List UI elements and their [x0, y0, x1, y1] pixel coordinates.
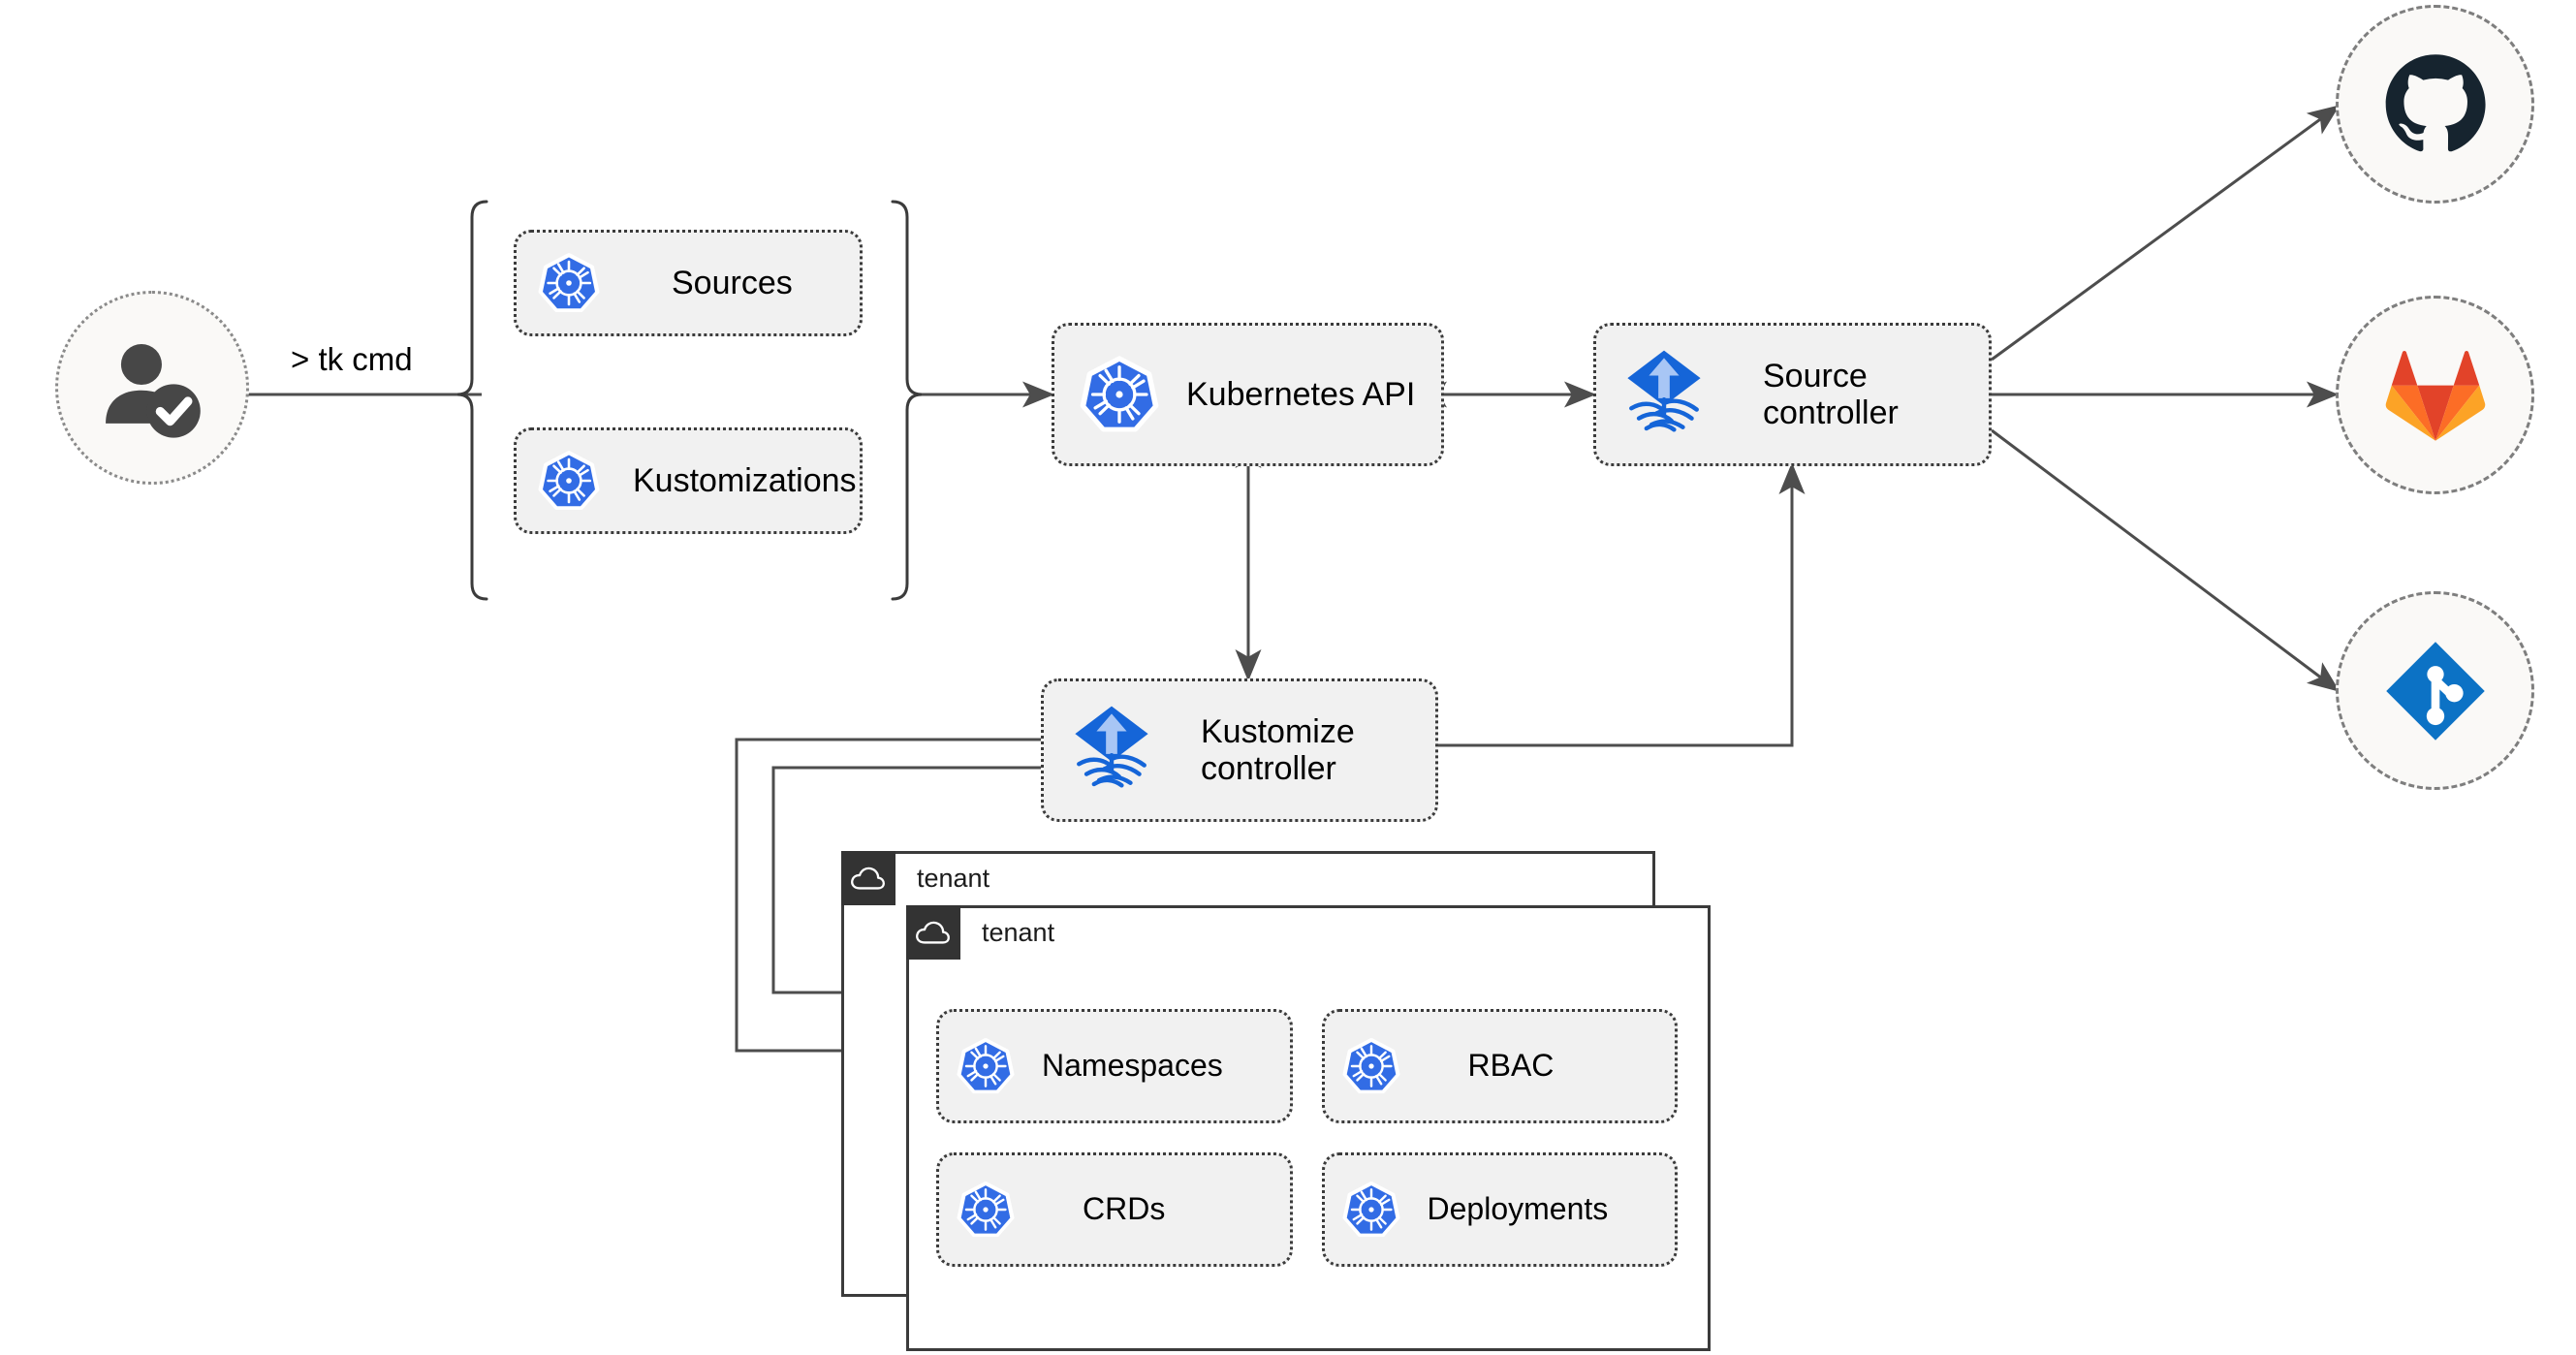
cloud-icon	[906, 905, 960, 960]
node-crds[interactable]: CRDs	[936, 1152, 1293, 1267]
node-namespaces[interactable]: Namespaces	[936, 1009, 1293, 1123]
node-kustomizations[interactable]: Kustomizations	[514, 427, 863, 534]
node-rbac[interactable]: RBAC	[1321, 1009, 1678, 1123]
node-label: Kustomize controller	[1201, 712, 1355, 787]
kubernetes-icon	[1080, 355, 1159, 434]
kubernetes-icon	[538, 252, 600, 314]
git-provider-github[interactable]	[2336, 5, 2534, 204]
node-label: RBAC	[1467, 1048, 1555, 1084]
node-kustomize-controller[interactable]: Kustomize controller	[1041, 678, 1438, 822]
kubernetes-icon	[538, 450, 600, 512]
kubernetes-icon	[1341, 1181, 1400, 1239]
github-icon	[2385, 53, 2486, 151]
node-label: Source controller	[1763, 357, 1899, 431]
gitlab-icon	[2385, 350, 2485, 441]
kubernetes-icon	[957, 1181, 1015, 1239]
node-kubernetes-api[interactable]: Kubernetes API	[1052, 323, 1444, 466]
node-label: Sources	[672, 264, 793, 301]
node-deployments[interactable]: Deployments	[1321, 1152, 1678, 1267]
tenant-name: tenant	[982, 917, 1055, 947]
command-label: > tk cmd	[291, 341, 413, 377]
git-provider-gitlab[interactable]	[2336, 296, 2534, 494]
tenant-name: tenant	[917, 863, 990, 893]
node-source-controller[interactable]: Source controller	[1593, 323, 1992, 466]
node-label: Deployments	[1427, 1191, 1609, 1227]
actor-circle[interactable]	[55, 291, 249, 485]
tenant-titlebar: tenant	[906, 905, 1054, 960]
user-check-icon	[106, 344, 201, 438]
git-diamond-icon	[2385, 641, 2485, 741]
git-provider-git[interactable]	[2336, 591, 2534, 790]
node-sources[interactable]: Sources	[514, 230, 863, 336]
flux-icon	[1071, 704, 1152, 797]
node-label: Kubernetes API	[1186, 375, 1416, 413]
tenant-window-front[interactable]: tenant	[906, 905, 1711, 1351]
kubernetes-icon	[957, 1037, 1015, 1095]
tenant-titlebar: tenant	[841, 851, 990, 905]
cloud-icon	[841, 851, 895, 905]
flux-icon	[1623, 348, 1705, 441]
tenant-resource-grid: Namespaces	[936, 1009, 1678, 1267]
node-label: Kustomizations	[633, 461, 857, 499]
node-label: Namespaces	[1042, 1048, 1223, 1084]
node-label: CRDs	[1083, 1191, 1166, 1227]
kubernetes-icon	[1341, 1037, 1400, 1095]
